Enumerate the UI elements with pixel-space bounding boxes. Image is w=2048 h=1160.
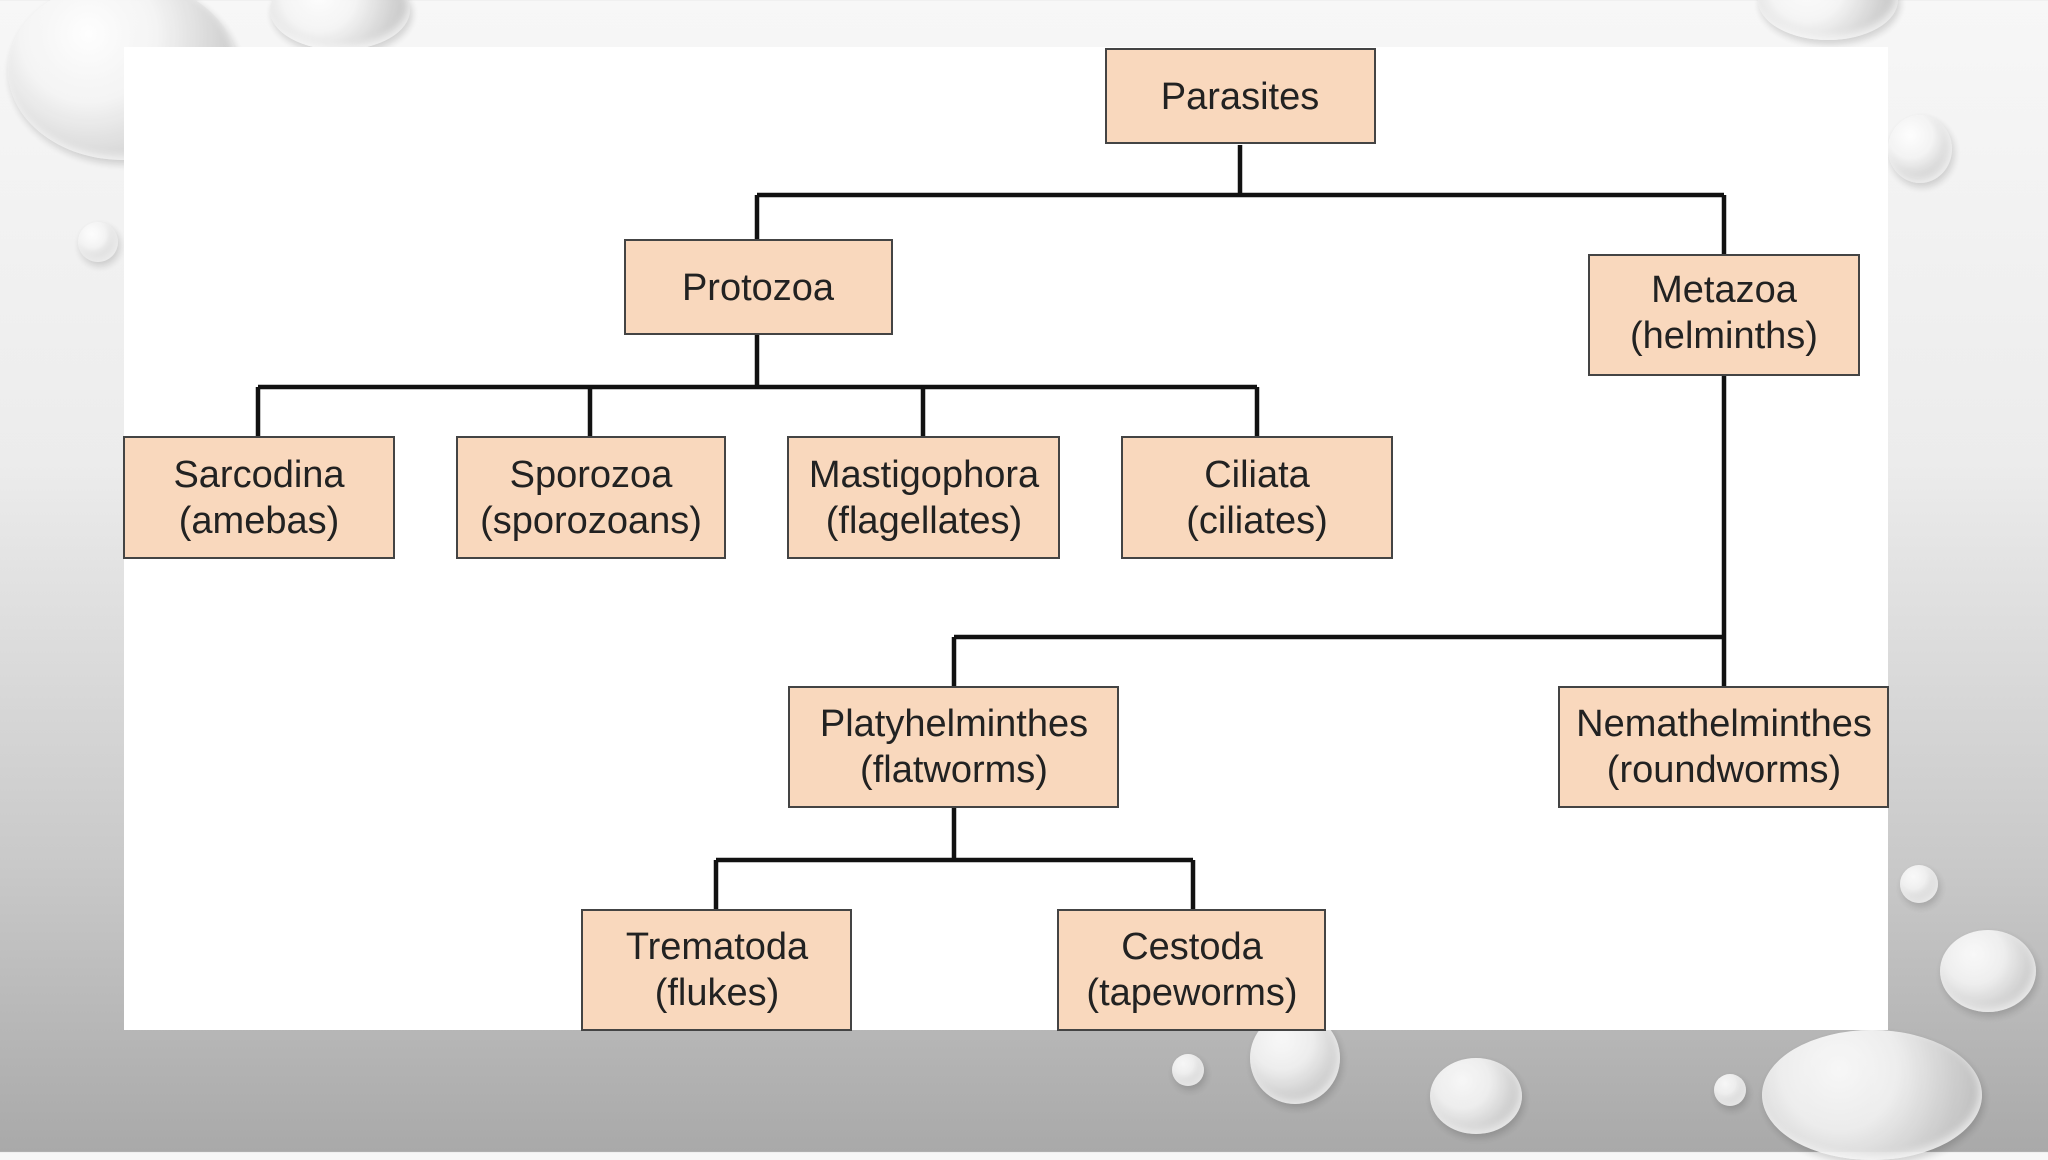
node-sarcodina-sublabel: (amebas) [179, 500, 340, 542]
node-ciliata-label: Ciliata [1204, 454, 1310, 496]
node-parasites: Parasites [1105, 48, 1376, 144]
water-drop-decoration [1714, 1074, 1746, 1106]
node-sarcodina-label: Sarcodina [173, 454, 345, 496]
connector-metazoa [951, 375, 1727, 687]
connector-root [754, 145, 1727, 255]
node-mastigophora-sublabel: (flagellates) [826, 500, 1022, 542]
connector-protozoa [255, 335, 1260, 437]
connector-lines [255, 145, 1727, 910]
node-metazoa-sublabel: (helminths) [1630, 315, 1818, 357]
node-trematoda: Trematoda (flukes) [581, 909, 852, 1031]
node-cestoda: Cestoda (tapeworms) [1057, 909, 1326, 1031]
node-ciliata-sublabel: (ciliates) [1186, 500, 1327, 542]
node-nemathelminthes-sublabel: (roundworms) [1607, 749, 1841, 791]
node-platyhelminthes: Platyhelminthes (flatworms) [788, 686, 1119, 808]
connector-platyhelminthes [713, 807, 1196, 910]
node-cestoda-sublabel: (tapeworms) [1086, 972, 1297, 1014]
node-nemathelminthes-label: Nemathelminthes [1576, 703, 1872, 745]
node-protozoa: Protozoa [624, 239, 893, 335]
water-drop-decoration [1430, 1058, 1522, 1134]
water-drop-decoration [1940, 930, 2036, 1012]
node-sporozoa: Sporozoa (sporozoans) [456, 436, 726, 559]
node-metazoa: Metazoa (helminths) [1588, 254, 1860, 376]
node-metazoa-label: Metazoa [1651, 269, 1798, 311]
node-platyhelminthes-label: Platyhelminthes [820, 703, 1088, 745]
water-drop-decoration [1888, 115, 1952, 183]
node-sporozoa-label: Sporozoa [510, 454, 674, 496]
water-drop-decoration [1762, 1030, 1982, 1160]
node-mastigophora: Mastigophora (flagellates) [787, 436, 1060, 559]
node-protozoa-label: Protozoa [682, 267, 835, 309]
node-trematoda-label: Trematoda [626, 926, 809, 968]
node-parasites-label: Parasites [1161, 76, 1319, 118]
node-trematoda-sublabel: (flukes) [655, 972, 780, 1014]
node-cestoda-label: Cestoda [1121, 926, 1263, 968]
node-nemathelminthes: Nemathelminthes (roundworms) [1558, 686, 1889, 808]
node-sporozoa-sublabel: (sporozoans) [480, 500, 702, 542]
water-drop-decoration [1900, 865, 1938, 903]
node-sarcodina: Sarcodina (amebas) [123, 436, 395, 559]
water-drop-decoration [78, 222, 118, 262]
node-mastigophora-label: Mastigophora [809, 454, 1040, 496]
node-ciliata: Ciliata (ciliates) [1121, 436, 1393, 559]
water-drop-decoration [1172, 1054, 1204, 1086]
node-platyhelminthes-sublabel: (flatworms) [860, 749, 1048, 791]
